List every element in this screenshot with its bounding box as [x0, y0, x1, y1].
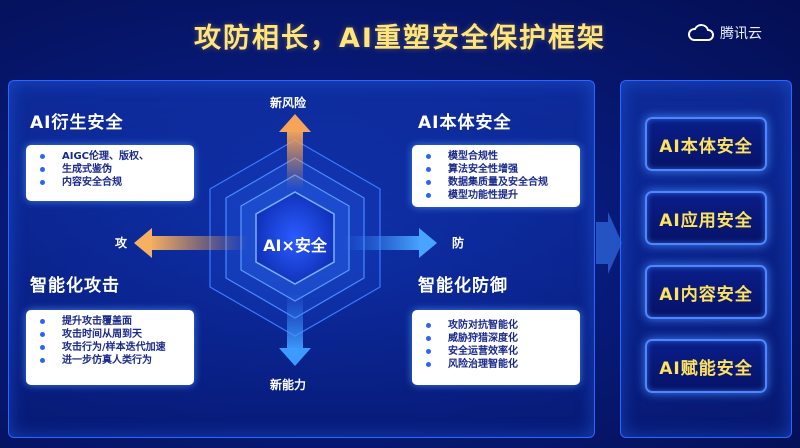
cloud-icon — [688, 24, 714, 41]
list-item: 算法安全性增强 — [420, 163, 572, 176]
pillars-panel: AI本体安全 AI应用安全 AI内容安全 AI赋能安全 — [620, 80, 792, 438]
quadrant-title-derived-security: AI衍生安全 — [30, 113, 124, 133]
list-item: 攻击行为/样本迭代加速 — [34, 341, 186, 354]
list-item: 模型合规性 — [420, 150, 572, 163]
quadrant-title-intelligent-defense: 智能化防御 — [418, 276, 508, 296]
list-item: 生成式鉴伪 — [34, 163, 186, 176]
list-item: AIGC伦理、版权、 — [34, 150, 186, 163]
list-item: 模型功能性提升 — [420, 189, 572, 202]
list-item: 风险治理智能化 — [420, 358, 572, 371]
brand-name: 腾讯云 — [720, 26, 762, 42]
list-item: 内容安全合规 — [34, 176, 186, 189]
pillar-model-security: AI本体安全 — [645, 117, 767, 171]
arrow-down — [279, 348, 311, 366]
list-item: 提升攻击覆盖面 — [34, 315, 186, 328]
quadrant-title-intelligent-attack: 智能化攻击 — [30, 276, 120, 296]
quadrant-title-model-security: AI本体安全 — [418, 113, 512, 133]
list-derived-security: AIGC伦理、版权、 生成式鉴伪 内容安全合规 — [26, 145, 194, 201]
list-model-security: 模型合规性 算法安全性增强 数据集质量及安全合规 模型功能性提升 — [412, 145, 580, 207]
connector-arrow — [596, 212, 622, 274]
list-item: 威胁狩猎深度化 — [420, 332, 572, 345]
axis-label-up: 新风险 — [270, 96, 307, 110]
list-intelligent-attack: 提升攻击覆盖面 攻击时间从周到天 攻击行为/样本迭代加速 进一步仿真人类行为 — [26, 310, 194, 385]
pillar-content-security: AI内容安全 — [645, 265, 767, 319]
brand-logo: 腾讯云 — [688, 23, 762, 43]
pillar-label: AI赋能安全 — [659, 358, 753, 379]
list-item: 进一步仿真人类行为 — [34, 354, 186, 367]
pillar-application-security: AI应用安全 — [645, 191, 767, 245]
axis-label-right: 防 — [452, 236, 465, 250]
pillar-empowerment-security: AI赋能安全 — [645, 339, 767, 393]
list-item: 攻击时间从周到天 — [34, 328, 186, 341]
page-title: 攻防相长，AI重塑安全保护框架 — [194, 23, 606, 54]
pillar-label: AI内容安全 — [659, 284, 753, 305]
list-item: 攻防对抗智能化 — [420, 319, 572, 332]
arrow-up — [279, 114, 311, 132]
pillar-label: AI应用安全 — [659, 210, 753, 231]
axis-label-down: 新能力 — [270, 378, 307, 392]
list-item: 数据集质量及安全合规 — [420, 176, 572, 189]
arrow-right — [419, 228, 437, 258]
list-intelligent-defense: 攻防对抗智能化 威胁狩猎深度化 安全运营效率化 风险治理智能化 — [412, 310, 580, 385]
list-item: 安全运营效率化 — [420, 345, 572, 358]
center-label: AI×安全 — [263, 236, 327, 255]
axis-label-left: 攻 — [115, 236, 128, 250]
arrow-left — [134, 228, 152, 258]
hex-core — [255, 191, 335, 285]
pillar-label: AI本体安全 — [659, 136, 753, 157]
